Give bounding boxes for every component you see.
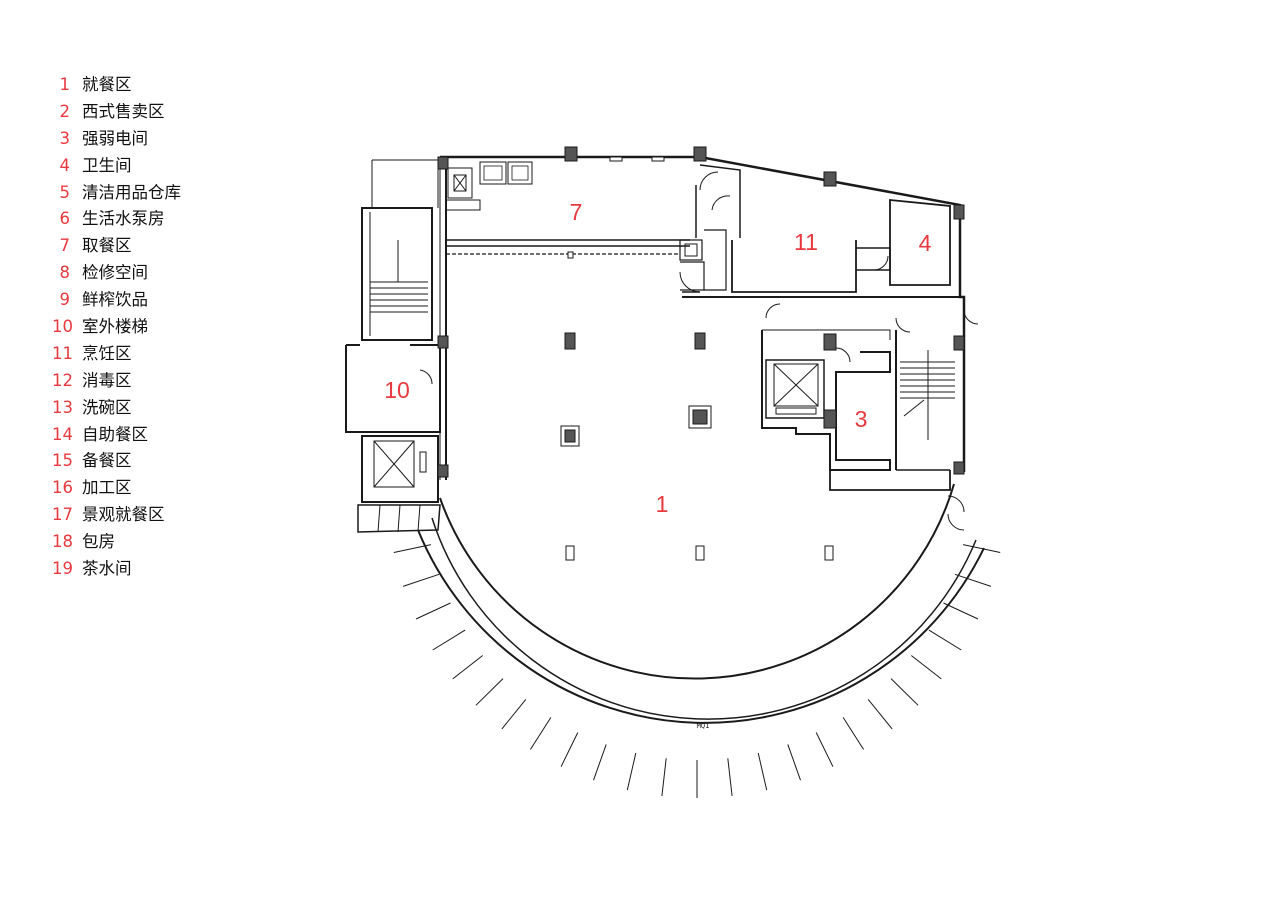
terrace-divider [954, 573, 992, 587]
legend-label: 包房 [82, 532, 115, 552]
legend-number: 8 [59, 263, 71, 283]
legend-number: 6 [59, 209, 71, 229]
legend-item: 2 西式售卖区 [52, 99, 282, 126]
terrace-divider [560, 732, 579, 767]
room-label-1: 1 [656, 491, 669, 517]
terrace-divider [501, 699, 527, 730]
terrace-divider [593, 744, 607, 781]
terrace-divider [452, 655, 484, 680]
terrace-divider [402, 573, 440, 587]
legend-number: 17 [52, 505, 73, 525]
room-label-3: 3 [855, 406, 868, 432]
legend-item: 4 卫生间 [52, 153, 282, 180]
legend-item: 16 加工区 [52, 475, 282, 502]
legend-number: 10 [52, 317, 73, 337]
legend-number: 3 [59, 128, 71, 148]
terrace-divider [842, 717, 865, 750]
terrace-divider [890, 678, 919, 706]
legend-item: 15 备餐区 [52, 448, 282, 475]
legend-item: 7 取餐区 [52, 233, 282, 260]
terrace-divider [626, 752, 637, 791]
terrace-divider [962, 544, 1001, 553]
legend-number: 14 [52, 424, 73, 444]
legend-number: 19 [52, 559, 73, 579]
legend-number: 7 [59, 236, 71, 256]
legend-number: 1 [59, 75, 71, 94]
legend-item: 19 茶水间 [52, 556, 282, 583]
terrace-divider [867, 699, 893, 730]
legend-label: 备餐区 [82, 451, 132, 471]
legend-item: 6 生活水泵房 [52, 206, 282, 233]
room-label-11: 11 [794, 229, 818, 255]
terrace-divider [757, 752, 768, 791]
legend-label: 加工区 [82, 478, 132, 498]
legend-number: 16 [52, 478, 73, 498]
legend-label: 卫生间 [82, 155, 132, 175]
outer-stair-wall [361, 207, 433, 341]
legend-number: 5 [59, 182, 71, 202]
room-label-7: 7 [570, 199, 583, 225]
legend-item: 3 强弱电间 [52, 126, 282, 153]
terrace-divider [787, 744, 801, 781]
legend-item: 8 检修空间 [52, 260, 282, 287]
terrace-divider [727, 758, 733, 797]
legend-item: 17 景观就餐区 [52, 502, 282, 529]
legend-item: 10 室外楼梯 [52, 314, 282, 341]
terrace-divider [475, 678, 504, 706]
room-label-4: 4 [919, 230, 932, 256]
legend-label: 生活水泵房 [82, 209, 165, 229]
terrace-divider [928, 629, 962, 651]
terrace-divider [415, 602, 451, 620]
legend-number: 18 [52, 532, 73, 552]
legend-label: 景观就餐区 [82, 505, 165, 525]
legend-item: 11 烹饪区 [52, 341, 282, 368]
terrace-divider [393, 544, 432, 553]
legend-number: 13 [52, 397, 73, 417]
terrace-divider [529, 717, 552, 750]
legend-label: 消毒区 [82, 370, 132, 390]
legend-label: 洗碗区 [82, 397, 132, 417]
terrace-divider [910, 655, 942, 680]
legend-label: 鲜榨饮品 [82, 290, 148, 310]
legend-label: 烹饪区 [82, 343, 132, 363]
legend-item: 5 清洁用品仓库 [52, 180, 282, 207]
legend-number: 11 [52, 343, 73, 363]
legend-number: 4 [59, 155, 71, 175]
legend-number: 12 [52, 370, 73, 390]
legend-item: 13 洗碗区 [52, 395, 282, 422]
terrace-divider [943, 602, 979, 620]
legend-item: 1 就餐区 [52, 72, 282, 99]
legend-item: 18 包房 [52, 529, 282, 556]
legend-item: 14 自助餐区 [52, 422, 282, 449]
legend-label: 取餐区 [82, 236, 132, 256]
curtain-wall-inner [439, 483, 955, 680]
legend-label: 就餐区 [82, 75, 132, 94]
terrace-divider [661, 758, 667, 797]
legend-label: 室外楼梯 [82, 317, 148, 337]
legend-number: 15 [52, 451, 73, 471]
room-label-10: 10 [384, 377, 410, 403]
legend-item: 12 消毒区 [52, 368, 282, 395]
terrace-divider [432, 629, 466, 651]
legend-label: 清洁用品仓库 [82, 182, 181, 202]
legend-label: 茶水间 [82, 559, 132, 579]
column-grid [437, 146, 965, 561]
curtain-wall-tag: MQ1 [697, 722, 710, 730]
legend-label: 检修空间 [82, 263, 148, 283]
legend-label: 强弱电间 [82, 128, 148, 148]
legend-label: 西式售卖区 [82, 101, 165, 121]
legend-number: 9 [59, 290, 71, 310]
legend-item: 9 鲜榨饮品 [52, 287, 282, 314]
room-legend: 1 就餐区 2 西式售卖区 3 强弱电间 4 卫生间 5 清洁用品仓库 6 生活水泵房 7 取餐区 8 检修空… [52, 72, 282, 583]
legend-number: 2 [59, 101, 71, 121]
terrace-divider [815, 732, 834, 767]
legend-label: 自助餐区 [82, 424, 148, 444]
